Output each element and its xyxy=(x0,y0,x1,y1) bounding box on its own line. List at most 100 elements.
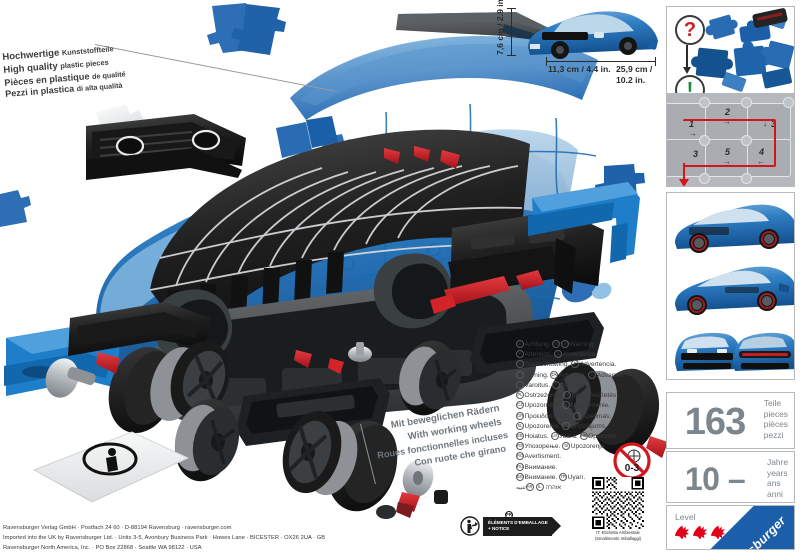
age-unit-it: anni xyxy=(767,488,783,499)
part-axle-front-left xyxy=(470,312,604,374)
car-rear-view xyxy=(733,332,794,371)
wheel-assembly xyxy=(399,340,461,416)
brand-name: Ravensburger xyxy=(717,513,789,550)
instruction-sheet xyxy=(32,431,190,503)
step-arrow-1: → xyxy=(689,129,697,138)
small-parts xyxy=(294,342,414,519)
packaging-country-mark: FR xyxy=(505,510,513,519)
dimension-length-line1: 25,9 cm / xyxy=(616,64,653,74)
qr-caption-line1: IT: Etichetta Ambientale xyxy=(596,530,640,535)
puzzle-piece-loose xyxy=(761,67,793,89)
qr-code-icon[interactable] xyxy=(592,477,644,529)
packaging-disposal-label: FR ÉLÉMENTS D'EMBALLAGE + NOTICE xyxy=(460,510,561,536)
dimension-width-cap-left xyxy=(546,57,547,66)
dimension-length-line2: 10.2 in. xyxy=(616,74,646,85)
puzzle-piece-loose xyxy=(695,47,729,79)
dimension-width-cap-right xyxy=(655,57,656,66)
dimension-height-cap-bottom xyxy=(507,55,516,56)
age-unit-en: years xyxy=(767,467,788,478)
part-front-splitter xyxy=(68,302,210,356)
star-filled-icon xyxy=(674,525,689,539)
quality-it-sub: di alta qualità xyxy=(76,80,123,94)
step-number-5: 5 xyxy=(725,147,731,157)
packaging-line1: ÉLÉMENTS D'EMBALLAGE xyxy=(488,519,548,525)
car-side-view-right xyxy=(675,266,794,315)
packaging-line2: + NOTICE xyxy=(488,526,510,531)
legal-footer: Ravensburger Verlag GmbH · Postfach 24 6… xyxy=(3,523,325,553)
exploded-view-illustration xyxy=(0,3,668,519)
part-front-grille xyxy=(86,114,246,180)
part-blue-bracket xyxy=(276,116,338,158)
puzzle-piece-loose xyxy=(708,14,736,40)
dimension-height-cap-top xyxy=(507,8,516,9)
age-restriction-text: 0-3 xyxy=(625,463,640,474)
quality-en-sub: plastic pieces xyxy=(59,57,109,70)
step-number-4: 4 xyxy=(759,147,765,157)
piece-unit-de: Teile xyxy=(763,398,782,408)
quality-de-sub: Kunststoffteile xyxy=(61,44,114,58)
qr-code-block: IT: Etichetta Ambientale (Smaltimento Im… xyxy=(588,477,648,541)
assembly-path-highlight xyxy=(683,119,776,167)
step-arrow-4: ← xyxy=(757,157,765,166)
howto-panel: ? ! 1 → 2 → 3 xyxy=(666,6,795,187)
age-unit-fr: ans xyxy=(767,478,781,488)
star-filled-icon xyxy=(710,525,725,539)
piece-count-units: Teile pieces pièces pezzi xyxy=(764,398,788,440)
level-label: Level xyxy=(675,512,696,522)
down-arrow-icon xyxy=(682,45,691,74)
recycle-person-icon xyxy=(460,516,480,536)
dimension-length-label: 25,9 cm / 10.2 in. xyxy=(616,64,652,85)
dimension-height-label: 7,6 cm / 2.9 in. xyxy=(495,0,505,55)
warning-line: RUВнимание. xyxy=(516,462,558,471)
piece-count-number: 163 xyxy=(684,401,746,443)
assembly-path-arrow xyxy=(678,163,691,186)
question-mark-icon: ? xyxy=(675,15,705,45)
car-front-view xyxy=(675,332,741,371)
legal-line-3: Ravensburger North America, Inc. · PO Bo… xyxy=(3,545,202,552)
dimension-height-line xyxy=(511,8,512,56)
car-side-view-left xyxy=(675,204,794,253)
warning-line: ROAvertisment. xyxy=(516,452,562,461)
hero-car-image xyxy=(528,11,658,59)
piece-count-panel: 163 Teile pieces pièces pezzi xyxy=(666,392,795,449)
warning-line: אזהרה IL ARتنبيه xyxy=(516,483,561,492)
part-rear-bumper-blue xyxy=(528,182,640,263)
wheel-assembly xyxy=(174,398,240,482)
step-number-1: 1 xyxy=(689,119,695,129)
piece-unit-fr: pièces xyxy=(763,419,788,429)
dimension-width-line xyxy=(546,61,656,62)
qr-caption-line2: (Smaltimento Imballaggi) xyxy=(594,535,642,541)
age-units: Jahre years ans anni xyxy=(767,457,788,499)
dimension-width-label: 11,3 cm / 4.4 in. xyxy=(548,64,611,74)
star-filled-icon xyxy=(692,525,707,539)
part-rear-diffuser xyxy=(430,210,604,314)
difficulty-level-panel: Level Ravensburger xyxy=(666,505,795,550)
step-number-2: 2 xyxy=(725,107,731,117)
qr-caption: IT: Etichetta Ambientale (Smaltimento Im… xyxy=(588,530,648,541)
car-views-panel xyxy=(666,192,795,380)
age-range-panel: 10 – 99 Jahre years ans anni xyxy=(666,451,795,547)
legal-line-2: Imported into the UK by Ravensburger Ltd… xyxy=(3,535,326,542)
step-arrow-5: → xyxy=(723,157,731,166)
wheel-assembly xyxy=(282,410,448,512)
wheel-assembly xyxy=(546,362,668,458)
step-arrow-3: ↓ xyxy=(763,119,767,128)
age-restriction-icon: 0-3 xyxy=(613,442,651,480)
step-arrow-2: → xyxy=(723,117,731,126)
puzzle-piece-loose xyxy=(764,40,794,70)
piece-unit-en: pieces xyxy=(763,408,788,419)
legal-line-1: Ravensburger Verlag GmbH · Postfach 24 6… xyxy=(3,525,232,531)
